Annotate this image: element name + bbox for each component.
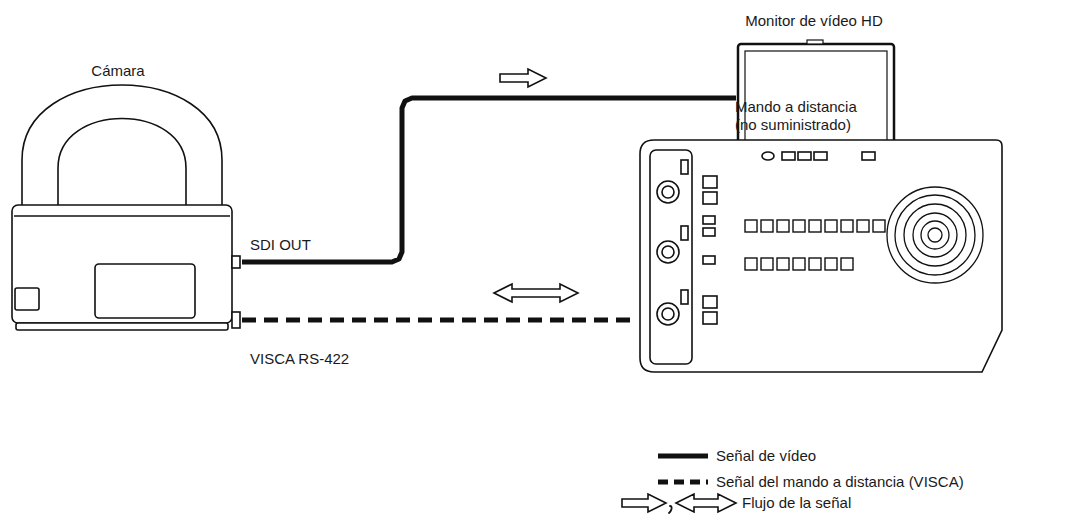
remote-button	[862, 152, 875, 160]
remote-knob	[657, 181, 679, 203]
remote-button	[814, 152, 827, 160]
remote-button	[703, 312, 717, 324]
remote-button	[703, 192, 717, 204]
remote-knob	[657, 303, 679, 325]
remote-knob	[657, 241, 679, 263]
remote-key	[761, 258, 773, 270]
remote-key-row	[745, 220, 885, 232]
remote-button	[703, 176, 717, 188]
video-cable	[242, 98, 736, 262]
connector-visca	[232, 312, 240, 328]
remote-key	[873, 220, 885, 232]
legend-sample	[658, 482, 708, 483]
remote-key	[761, 220, 773, 232]
remote-knob-inner	[662, 308, 674, 320]
remote-key	[745, 258, 757, 270]
legend-sample	[658, 456, 708, 457]
signal-flow-arrow	[500, 69, 546, 87]
control-cable	[242, 318, 636, 323]
remote-button	[798, 152, 811, 160]
remote-key	[793, 258, 805, 270]
joystick-ring	[913, 213, 957, 257]
remote-key	[809, 258, 821, 270]
remote-button	[703, 228, 715, 236]
device-node: Monitor de vídeo HD	[736, 8, 900, 180]
joystick-ring	[904, 204, 966, 266]
camera-illustration	[12, 85, 240, 330]
monitor-notch	[807, 40, 823, 44]
remote-knob-inner	[662, 186, 674, 198]
legend-text: Señal de vídeo	[716, 447, 816, 465]
remote-switch	[681, 290, 688, 304]
signal-flow-arrow	[494, 284, 578, 302]
camera-sensor	[15, 288, 39, 310]
remote-key	[809, 220, 821, 232]
remote-key	[857, 220, 869, 232]
remote-key-row	[745, 258, 853, 270]
remote-button	[703, 256, 715, 264]
remote-key	[777, 220, 789, 232]
remote-button	[703, 216, 715, 224]
camera-front-plate	[95, 264, 195, 318]
remote-switch	[681, 160, 688, 174]
legend-line-solid	[658, 454, 708, 459]
port-label: SDI OUT	[250, 236, 311, 254]
device-label: Mando a distancia (no suministrado)	[735, 98, 870, 134]
remote-key	[745, 220, 757, 232]
camera-arm	[22, 85, 222, 222]
remote-knob-inner	[662, 246, 674, 258]
legend-line-dashed	[658, 480, 708, 485]
remote-key	[793, 220, 805, 232]
camera-base	[12, 205, 232, 323]
legend-flow-arrow	[622, 494, 666, 512]
signal-connection	[242, 69, 736, 262]
remote-side-panel	[650, 150, 692, 364]
joystick-ring	[921, 221, 949, 249]
device-label: Cámara	[91, 62, 144, 80]
port-label: VISCA RS-422	[250, 350, 349, 368]
remote-body	[640, 140, 1002, 372]
remote-button	[703, 296, 717, 308]
remote-switch	[681, 226, 688, 240]
remote-button	[782, 152, 795, 160]
legend-text: Flujo de la señal	[742, 494, 851, 512]
device-node: Mando a distancia (no suministrado)	[636, 92, 1004, 374]
device-label: Monitor de vídeo HD	[745, 12, 883, 30]
joystick-ring	[887, 187, 983, 283]
legend-text: Señal del mando a distancia (VISCA)	[716, 473, 964, 491]
connector-sdi	[232, 256, 240, 268]
legend-sample	[622, 494, 736, 513]
camera-foot	[16, 323, 228, 330]
signal-connection	[242, 284, 636, 320]
legend-separator-comma	[669, 506, 672, 513]
joystick-ring	[895, 195, 975, 275]
remote-control-illustration	[640, 140, 1002, 372]
remote-key	[825, 220, 837, 232]
remote-key	[841, 258, 853, 270]
device-node: Cámara	[8, 58, 242, 335]
joystick-ring	[928, 228, 942, 242]
camera-base-edge	[14, 215, 230, 217]
remote-joystick	[887, 187, 983, 283]
remote-button	[762, 152, 774, 160]
remote-key	[841, 220, 853, 232]
remote-key	[777, 258, 789, 270]
legend-flow-arrow-double	[676, 494, 736, 512]
remote-key	[825, 258, 837, 270]
